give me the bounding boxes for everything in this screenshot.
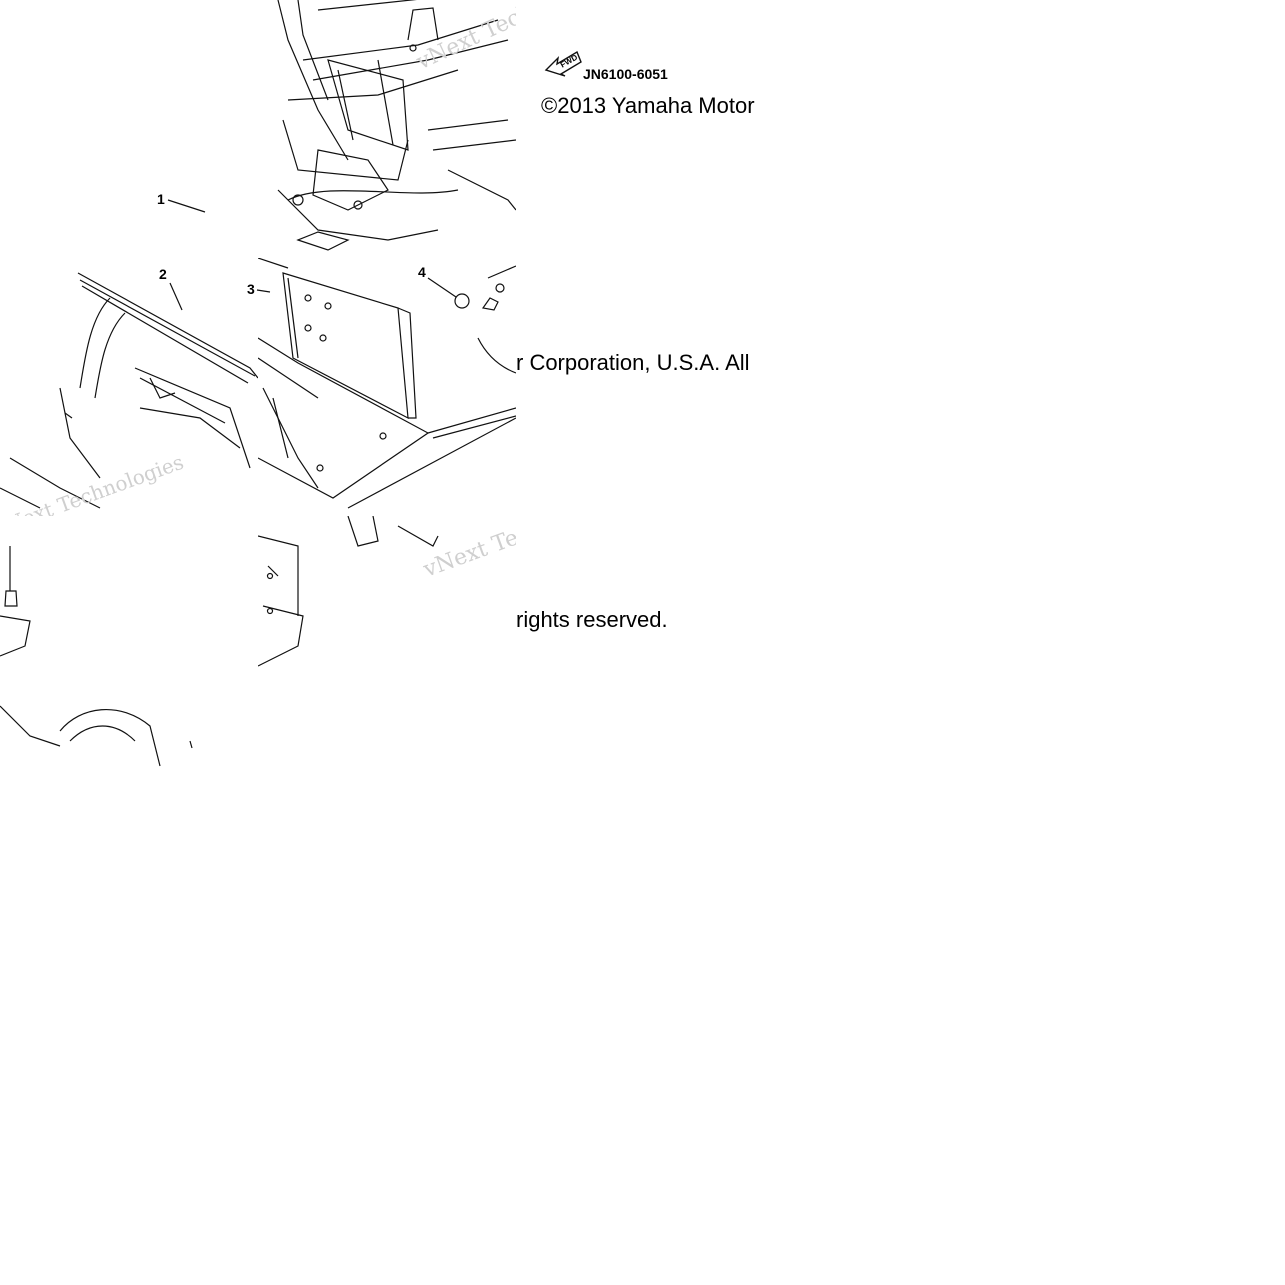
frame-left-drawing (0, 272, 258, 509)
callout-2: 2 (159, 266, 167, 282)
frame-lower-drawing (258, 516, 439, 667)
forward-arrow-icon: FWD (544, 50, 582, 77)
frame-lower-tile: vNext Technologies (258, 516, 516, 676)
frame-center-drawing (258, 258, 516, 509)
copyright-line-2: r Corporation, U.S.A. All (516, 351, 750, 375)
callout-1: 1 (157, 191, 165, 207)
copyright-line-1: ©2013 Yamaha Motor (541, 94, 755, 118)
frame-lower-left-tile (0, 516, 258, 774)
frame-center-tile (258, 258, 516, 516)
frame-lower-left-drawing (0, 546, 193, 767)
copyright-line-3: rights reserved. (516, 608, 668, 632)
frame-left-tile: vNext Technologies (0, 258, 258, 516)
frame-upper-tile: vNext Technologies (258, 0, 516, 258)
callout-4: 4 (418, 264, 426, 280)
callout-3: 3 (247, 281, 255, 297)
part-number: JN6100-6051 (583, 66, 668, 82)
frame-upper-drawing (277, 0, 516, 251)
